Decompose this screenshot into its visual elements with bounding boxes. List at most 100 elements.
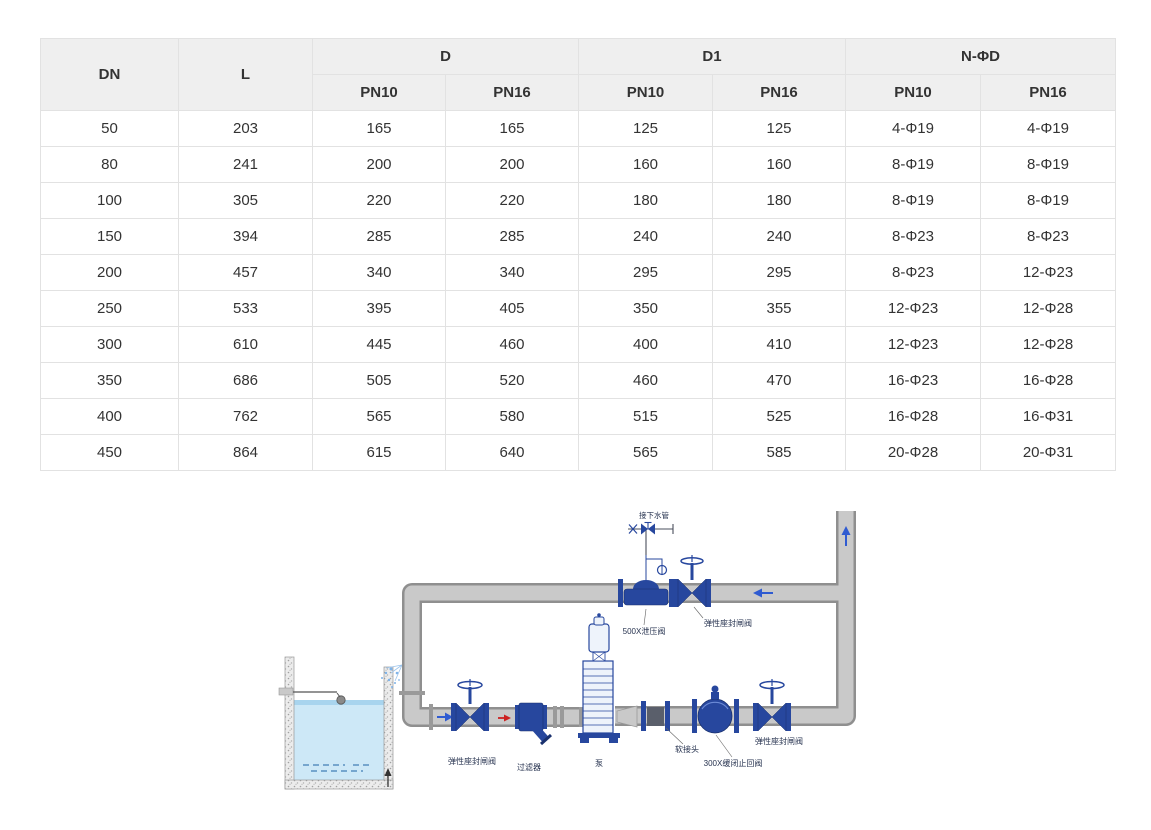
table-cell: 200 bbox=[40, 254, 179, 291]
table-cell: 8-Φ19 bbox=[979, 146, 1117, 183]
pipe-discharge-riser bbox=[615, 511, 854, 724]
table-cell: 640 bbox=[445, 434, 579, 471]
strainer bbox=[515, 702, 553, 746]
pipework bbox=[399, 511, 856, 730]
drain-small-valve-icon bbox=[641, 521, 655, 535]
table-cell: 250 bbox=[40, 290, 179, 327]
table-cell: 394 bbox=[178, 218, 313, 255]
col-header-d: D bbox=[312, 38, 579, 75]
float-ball-icon bbox=[336, 695, 346, 705]
label-drain-pipe: 接下水管 bbox=[639, 510, 669, 520]
table-cell: 525 bbox=[712, 398, 846, 435]
table-cell: 350 bbox=[40, 362, 179, 399]
table-cell: 400 bbox=[578, 326, 713, 363]
table-cell: 12-Φ23 bbox=[845, 290, 981, 327]
table-cell: 580 bbox=[445, 398, 579, 435]
table-cell: 220 bbox=[445, 182, 579, 219]
table-cell: 180 bbox=[712, 182, 846, 219]
table-cell: 200 bbox=[445, 146, 579, 183]
table-cell: 165 bbox=[445, 110, 579, 147]
tank-wall-left bbox=[284, 656, 295, 790]
table-cell: 305 bbox=[178, 182, 313, 219]
installation-diagram: 接下水管 500X泄压阀 弹性座封闸阀 弹性座封闸阀 过滤器 泵 软接头 300… bbox=[245, 497, 905, 819]
table-cell: 80 bbox=[40, 146, 179, 183]
col-header-nd-pn16: PN16 bbox=[979, 74, 1117, 111]
table-cell: 4-Φ19 bbox=[979, 110, 1117, 147]
table-cell: 615 bbox=[312, 434, 446, 471]
leader-lines bbox=[643, 606, 733, 758]
installation-diagram-svg: 接下水管 500X泄压阀 弹性座封闸阀 弹性座封闸阀 过滤器 泵 软接头 300… bbox=[278, 510, 856, 790]
strainer-flow-arrow-icon bbox=[498, 714, 511, 722]
drain-x-valve-icon bbox=[628, 524, 638, 534]
table-cell: 350 bbox=[578, 290, 713, 327]
table-cell: 505 bbox=[312, 362, 446, 399]
tank-water-waves bbox=[303, 764, 371, 772]
table-cell: 203 bbox=[178, 110, 313, 147]
label-gate-valve-suction: 弹性座封闸阀 bbox=[448, 756, 496, 766]
table-cell: 405 bbox=[445, 290, 579, 327]
label-gate-valve-discharge: 弹性座封闸阀 bbox=[755, 736, 803, 746]
table-cell: 241 bbox=[178, 146, 313, 183]
pump-motor-cap bbox=[593, 616, 605, 626]
table-cell: 295 bbox=[712, 254, 846, 291]
table-cell: 410 bbox=[712, 326, 846, 363]
table-cell: 533 bbox=[178, 290, 313, 327]
float-link bbox=[336, 692, 341, 698]
tank-wall-bottom bbox=[284, 779, 394, 790]
col-header-d1-pn16: PN16 bbox=[712, 74, 846, 111]
table-cell: 12-Φ23 bbox=[979, 254, 1117, 291]
table-cell: 295 bbox=[578, 254, 713, 291]
tank-flow-up-arrow-icon bbox=[384, 768, 392, 787]
table-cell: 340 bbox=[312, 254, 446, 291]
col-header-dn: DN bbox=[40, 38, 179, 111]
col-header-d1-pn10: PN10 bbox=[578, 74, 713, 111]
table-cell: 240 bbox=[712, 218, 846, 255]
table-cell: 460 bbox=[578, 362, 713, 399]
table-cell: 565 bbox=[578, 434, 713, 471]
table-cell: 125 bbox=[712, 110, 846, 147]
col-header-d1: D1 bbox=[578, 38, 846, 75]
table-cell: 515 bbox=[578, 398, 713, 435]
table-cell: 864 bbox=[178, 434, 313, 471]
table-cell: 610 bbox=[178, 326, 313, 363]
table-cell: 445 bbox=[312, 326, 446, 363]
flexible-joint bbox=[641, 701, 670, 731]
pipe-return-suction-outline bbox=[402, 583, 846, 727]
col-header-l: L bbox=[178, 38, 313, 111]
check-valve bbox=[692, 685, 739, 734]
table-cell: 16-Φ23 bbox=[845, 362, 981, 399]
table-cell: 200 bbox=[312, 146, 446, 183]
table-cell: 12-Φ28 bbox=[979, 290, 1117, 327]
table-cell: 457 bbox=[178, 254, 313, 291]
label-relief-valve: 500X泄压阀 bbox=[623, 626, 666, 636]
table-cell: 762 bbox=[178, 398, 313, 435]
col-header-nd-pn10: PN10 bbox=[845, 74, 981, 111]
label-gate-valve-top: 弹性座封闸阀 bbox=[704, 618, 752, 628]
strainer-cap bbox=[539, 733, 553, 746]
table-cell: 285 bbox=[445, 218, 579, 255]
table-cell: 400 bbox=[40, 398, 179, 435]
table-cell: 8-Φ23 bbox=[979, 218, 1117, 255]
suction-flange bbox=[429, 704, 433, 730]
table-cell: 355 bbox=[712, 290, 846, 327]
table-cell: 8-Φ23 bbox=[845, 254, 981, 291]
table-cell: 8-Φ23 bbox=[845, 218, 981, 255]
table-cell: 100 bbox=[40, 182, 179, 219]
table-cell: 470 bbox=[712, 362, 846, 399]
table-cell: 300 bbox=[40, 326, 179, 363]
table-cell: 450 bbox=[40, 434, 179, 471]
water-tank bbox=[278, 656, 403, 790]
label-pump: 泵 bbox=[595, 759, 603, 768]
table-cell: 12-Φ23 bbox=[845, 326, 981, 363]
table-cell: 125 bbox=[578, 110, 713, 147]
